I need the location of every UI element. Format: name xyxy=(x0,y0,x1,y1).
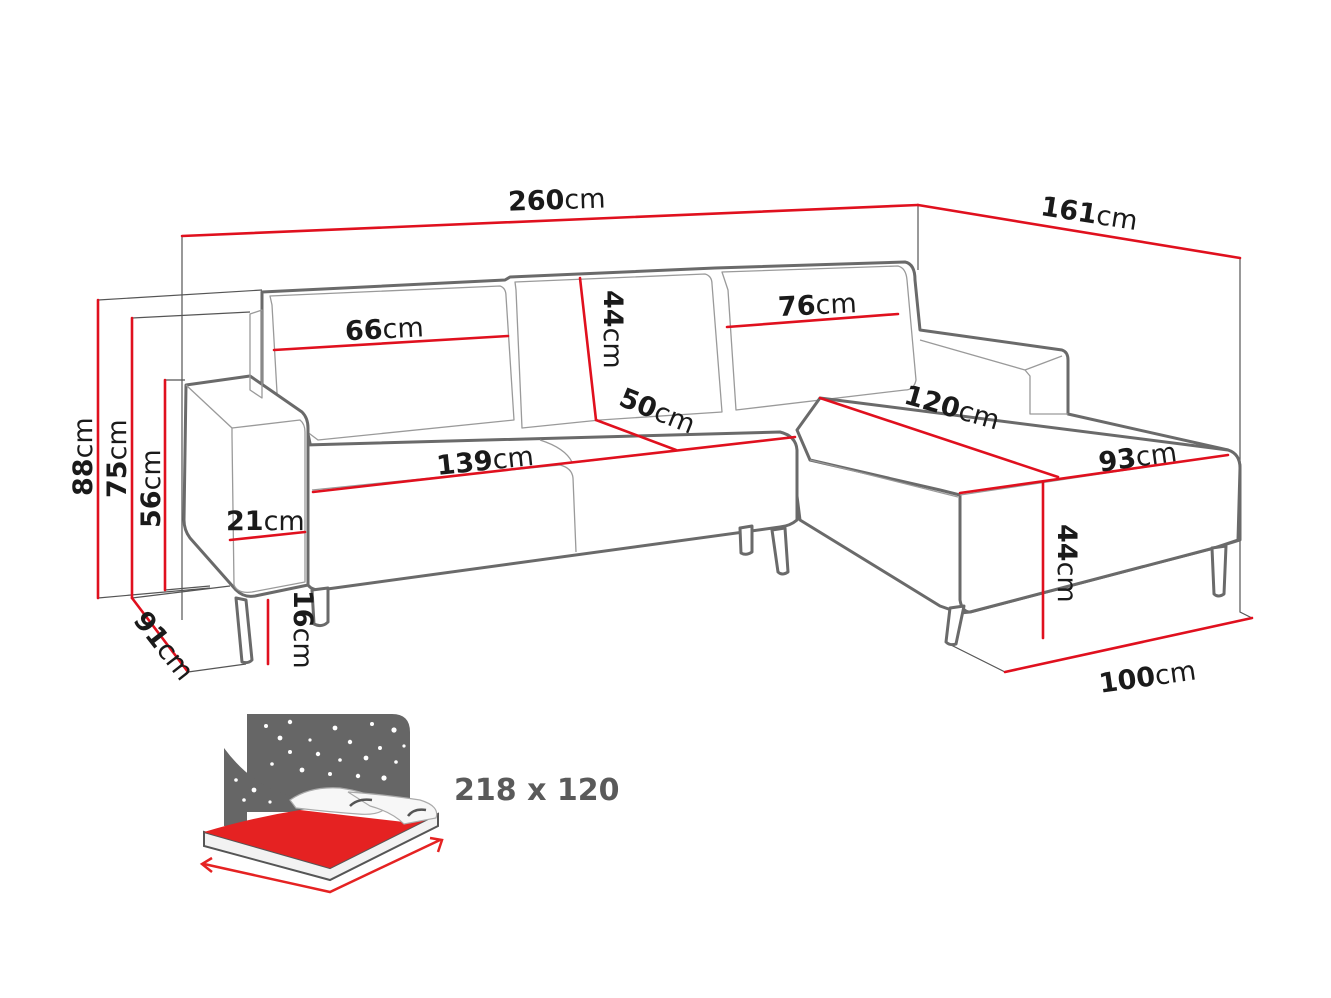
label-armrest-width: 21cm xyxy=(226,506,305,537)
label-seat-width: 139cm xyxy=(435,441,535,482)
label-total-width: 260cm xyxy=(508,183,607,217)
label-back-cushion-right: 76cm xyxy=(777,288,857,323)
sofa-legs xyxy=(234,524,1228,665)
label-armrest-height: 56cm xyxy=(136,449,167,528)
label-back-cushion-left: 66cm xyxy=(344,312,424,347)
label-back-cushion-middle-height: 44cm xyxy=(597,290,628,369)
bed-icon xyxy=(199,714,444,894)
size-arrow xyxy=(203,838,441,894)
label-chaise-depth: 161cm xyxy=(1039,191,1140,237)
label-back-height: 75cm xyxy=(102,419,133,498)
dimension-lines xyxy=(96,203,1254,674)
sofa-drawing xyxy=(182,260,1242,615)
label-chaise-width: 93cm xyxy=(1097,437,1179,479)
label-seat-height: 44cm xyxy=(1051,524,1082,603)
mattress-top xyxy=(204,810,438,868)
label-sofa-depth: 91cm xyxy=(127,606,200,687)
label-chaise-front-width: 100cm xyxy=(1097,655,1198,699)
label-leg-height: 16cm xyxy=(287,590,318,669)
label-total-height: 88cm xyxy=(68,417,99,496)
sleeping-area-label: 218 x 120 xyxy=(454,773,619,808)
extension-lines xyxy=(97,205,1253,673)
stars xyxy=(234,719,406,804)
